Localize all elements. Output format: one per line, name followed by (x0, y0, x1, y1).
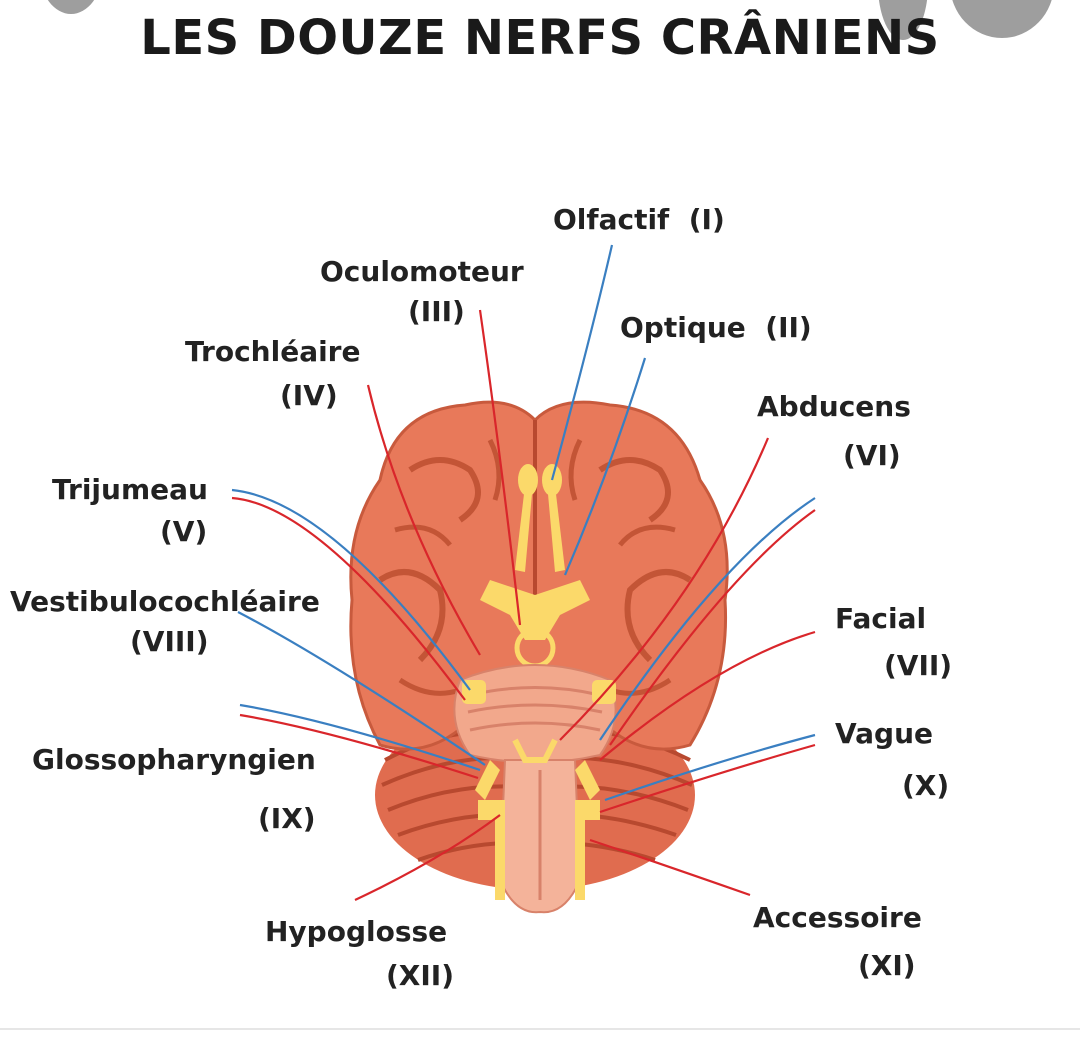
cranial-nerve-structures (480, 464, 590, 669)
nerve-name: Optique (620, 311, 746, 344)
label-trijumeau: Trijumeau (52, 476, 208, 504)
nerve-number: (VI) (843, 439, 901, 472)
nerve-number: (VII) (884, 649, 953, 682)
label-accessoire: Accessoire (753, 904, 922, 932)
nerve-name: Accessoire (753, 901, 922, 934)
label-optique: Optique (II) (620, 314, 812, 342)
nerve-number: (XII) (386, 959, 455, 992)
nerve-name: Hypoglosse (265, 915, 448, 948)
label-accessoire-num: (XI) (858, 952, 916, 980)
label-trochleaire-num: (IV) (280, 382, 338, 410)
brainstem (453, 664, 617, 914)
label-hypoglosse-num: (XII) (386, 962, 454, 990)
nerve-name: Trochléaire (185, 335, 361, 368)
nerve-number: (V) (160, 515, 208, 548)
label-facial-num: (VII) (884, 652, 952, 680)
nerve-name: Vague (835, 717, 933, 750)
label-trijumeau-num: (V) (160, 518, 207, 546)
nerve-name: Abducens (757, 390, 911, 423)
label-abducens-num: (VI) (843, 442, 901, 470)
nerve-name: Oculomoteur (320, 255, 524, 288)
label-glosso-num: (IX) (258, 805, 316, 833)
label-olfactif: Olfactif (I) (553, 206, 725, 234)
label-facial: Facial (835, 605, 926, 633)
nerve-number: (IX) (258, 802, 316, 835)
label-hypoglosse: Hypoglosse (265, 918, 447, 946)
nerve-number: (III) (408, 295, 465, 328)
label-vestibulo-num: (VIII) (130, 628, 209, 656)
label-vestibulo: Vestibulocochléaire (10, 588, 320, 616)
page-title: LES DOUZE NERFS CRÂNIENS (140, 10, 940, 66)
nerve-number: (VIII) (130, 625, 209, 658)
nerve-name: Trijumeau (52, 473, 208, 506)
nerve-name: Facial (835, 602, 927, 635)
label-abducens: Abducens (757, 393, 911, 421)
nerve-number: (X) (902, 769, 950, 802)
label-glosso: Glossopharyngien (32, 746, 316, 774)
nerve-number: (I) (688, 203, 725, 236)
label-oculomoteur: Oculomoteur (320, 258, 524, 286)
nerve-number: (XI) (858, 949, 916, 982)
label-oculomoteur-num: (III) (408, 298, 465, 326)
nerve-number: (II) (765, 311, 812, 344)
nerve-number: (IV) (280, 379, 338, 412)
nerve-name: Vestibulocochléaire (10, 585, 320, 618)
nerve-name: Glossopharyngien (32, 743, 316, 776)
label-vague-num: (X) (902, 772, 949, 800)
nerve-name: Olfactif (553, 203, 670, 236)
leader-lines (231, 244, 816, 901)
label-vague: Vague (835, 720, 933, 748)
divider (0, 1028, 1080, 1030)
label-trochleaire: Trochléaire (185, 338, 360, 366)
